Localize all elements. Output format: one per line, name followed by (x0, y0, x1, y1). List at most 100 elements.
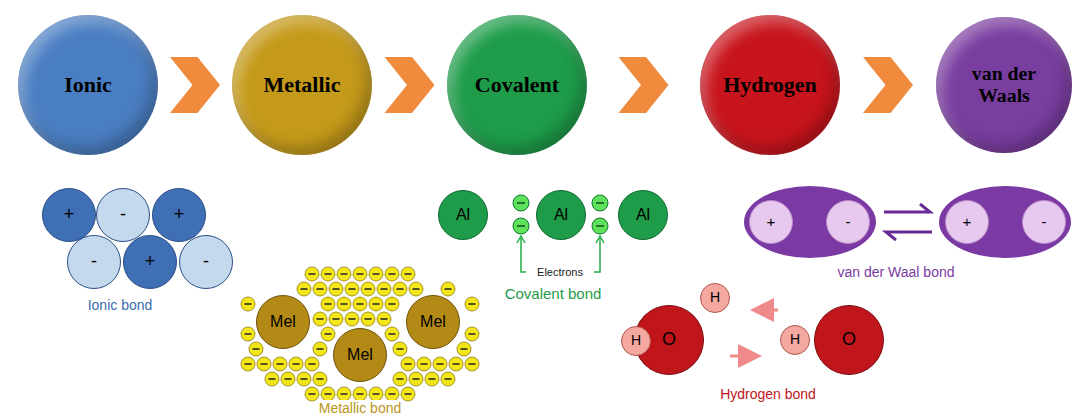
electron-charge (373, 393, 380, 395)
free-electron (409, 372, 423, 386)
electron-charge (253, 348, 260, 350)
electron-charge (349, 318, 356, 320)
electron-charge (261, 363, 268, 365)
electron-charge (421, 363, 428, 365)
bond-caption: Covalent bond (503, 285, 604, 302)
aluminium-atom: Al (438, 190, 488, 240)
free-electron (441, 282, 455, 296)
electron-charge (341, 393, 348, 395)
node-text: Covalent (475, 73, 559, 97)
metal-ion: Mel (333, 328, 387, 382)
anion: - (179, 235, 233, 289)
electron-charge (301, 378, 308, 380)
cation: + (152, 188, 206, 242)
free-electron (241, 357, 255, 371)
free-electron (401, 387, 415, 401)
electron-charge (469, 333, 476, 335)
electron-charge (357, 393, 364, 395)
electron-charge (413, 288, 420, 290)
free-electron (321, 297, 335, 311)
node-text: H (631, 333, 641, 348)
electron-charge (357, 273, 364, 275)
chevron-arrow (385, 57, 435, 113)
free-electron (305, 387, 319, 401)
metal-ion: Mel (256, 295, 310, 349)
electron-charge (333, 288, 340, 290)
free-electron (265, 372, 279, 386)
node-text: Mel (420, 313, 446, 331)
free-electron (465, 327, 479, 341)
node-text: + (64, 205, 75, 225)
electron-charge (317, 378, 324, 380)
node-text: Al (636, 206, 650, 224)
electron-charge (397, 288, 404, 290)
free-electron (337, 297, 351, 311)
node-text: Al (456, 206, 470, 224)
free-electron (321, 267, 335, 281)
electron-charge (429, 378, 436, 380)
node-text: Al (554, 206, 568, 224)
electron-charge (245, 303, 252, 305)
electron-charge (309, 393, 316, 395)
electron-charge (381, 318, 388, 320)
chevron-arrow (863, 57, 913, 113)
node-text: H (710, 290, 720, 305)
free-electron (337, 267, 351, 281)
aluminium-atom: Al (536, 190, 586, 240)
bond-type-circle: Ionic (18, 15, 158, 155)
free-electron (369, 387, 383, 401)
node-text: + (767, 214, 776, 231)
free-electron (377, 312, 391, 326)
anion: - (96, 188, 150, 242)
electron-charge (245, 333, 252, 335)
free-electron (257, 357, 271, 371)
electron-charge (301, 288, 308, 290)
electron-charge (317, 318, 324, 320)
free-electron (417, 357, 431, 371)
electron-charge (389, 393, 396, 395)
dipole-molecule (744, 186, 876, 258)
electron-charge (325, 333, 332, 335)
free-electron (361, 282, 375, 296)
free-electron (401, 267, 415, 281)
node-text: H (790, 332, 800, 347)
free-electron (385, 387, 399, 401)
dipole-pole: - (826, 200, 870, 244)
node-text: - (91, 252, 97, 272)
electron-charge (333, 318, 340, 320)
electron-charge (365, 288, 372, 290)
electron-charge (373, 273, 380, 275)
electron-charge (277, 363, 284, 365)
free-electron (345, 282, 359, 296)
free-electron (353, 387, 367, 401)
node-text: + (174, 205, 185, 225)
free-electron (281, 372, 295, 386)
free-electron (321, 387, 335, 401)
electron-charge (389, 303, 396, 305)
free-electron (393, 282, 407, 296)
free-electron (305, 357, 319, 371)
node-text: Hydrogen (723, 73, 817, 97)
free-electron (369, 297, 383, 311)
free-electron (297, 282, 311, 296)
free-electron (337, 387, 351, 401)
electron-charge (389, 333, 396, 335)
bond-caption: Electrons (535, 266, 585, 278)
electron-charge (389, 273, 396, 275)
node-text: - (203, 252, 209, 272)
free-electron (313, 342, 327, 356)
node-text: + (145, 252, 156, 272)
electron-charge (461, 348, 468, 350)
hydrogen-atom: H (621, 326, 651, 356)
free-electron (241, 327, 255, 341)
node-text: - (120, 205, 126, 225)
node-text: + (963, 214, 972, 231)
metal-ion: Mel (406, 295, 460, 349)
free-electron (393, 342, 407, 356)
electron-charge (445, 288, 452, 290)
node-text: O (842, 330, 856, 350)
dipole-pole: - (1022, 200, 1066, 244)
free-electron (393, 372, 407, 386)
electron-charge (373, 303, 380, 305)
electron-charge (341, 303, 348, 305)
